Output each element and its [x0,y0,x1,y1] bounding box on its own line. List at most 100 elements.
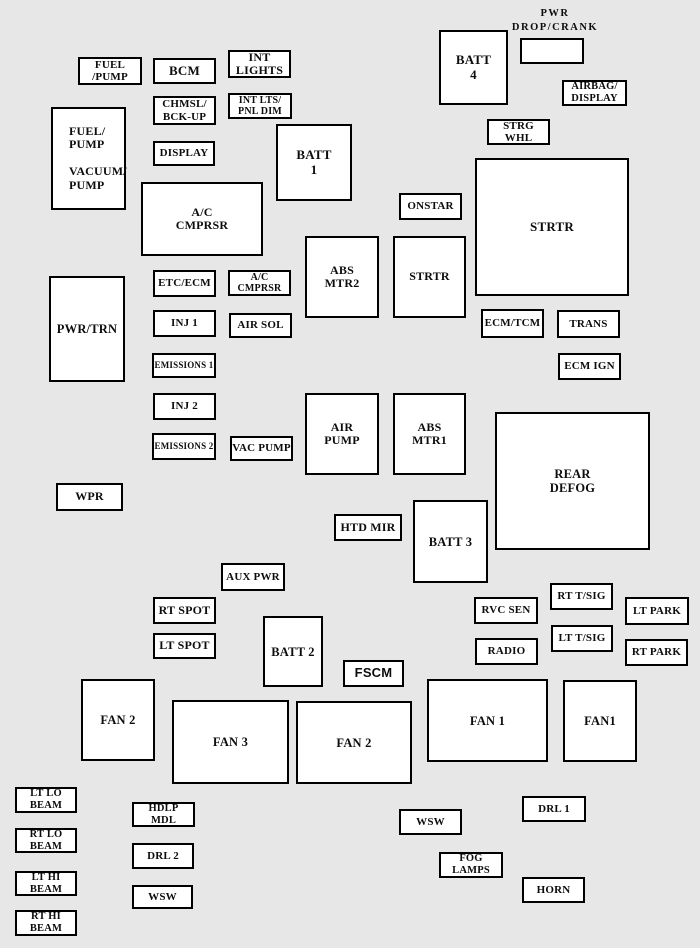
fuse-label-wsw-left: WSW [148,890,177,903]
fuse-label-strtr-small: STRTR [409,269,450,284]
fuse-label-inj-1: INJ 1 [171,317,198,330]
fuse-label-emissions-1: EMISSIONS 1 [154,360,214,371]
fuse-batt-1: BATT 1 [276,124,352,201]
fuse-pwr-drop-crank-box [520,38,584,64]
fuse-label-strtr-large: STRTR [530,218,574,234]
fuse-wsw-right: WSW [399,809,462,835]
fuse-label-rt-lo-beam: RT LO BEAM [29,828,63,852]
fuse-wsw-left: WSW [132,885,193,909]
fuse-label-emissions-2: EMISSIONS 2 [154,441,214,452]
fuse-label-fuel-pump-small: FUEL /PUMP [92,58,128,83]
fuse-inj-1: INJ 1 [153,310,216,337]
fuse-pwr-trn: PWR/TRN [49,276,125,382]
fuse-label-lt-t-sig: LT T/SIG [558,632,606,645]
fuse-label-airbag-display: AIRBAG/ DISPLAY [571,81,618,104]
fuse-lt-spot: LT SPOT [153,633,216,659]
fuse-strg-whl: STRG WHL [487,119,550,145]
fuse-abs-mtr1: ABS MTR1 [393,393,466,475]
fuse-lt-hi-beam: LT HI BEAM [15,871,77,896]
fuse-label-bcm: BCM [169,62,200,78]
fuse-rvc-sen: RVC SEN [474,597,538,624]
fuse-label-etc-ecm: ETC/ECM [158,277,211,290]
fuse-label-wpr: WPR [75,489,104,504]
fuse-strtr-small: STRTR [393,236,466,318]
fuse-label-wsw-right: WSW [416,815,445,828]
fuse-wpr: WPR [56,483,123,511]
fuse-rear-defog: REAR DEFOG [495,412,650,550]
fuse-label-ecm-tcm: ECM/TCM [484,317,541,330]
fuse-label-batt-2: BATT 2 [271,644,315,659]
fuse-label-fscm: FSCM [354,665,393,681]
fuse-fan-1-large: FAN 1 [427,679,548,762]
fuse-fscm: FSCM [343,660,404,687]
fuse-lt-park: LT PARK [625,597,689,625]
fuse-label-int-lts-pnl-dim: INT LTS/ PNL DIM [238,94,282,117]
fuse-label-inj-2: INJ 2 [171,400,198,413]
fuse-label-drl-2: DRL 2 [147,849,179,862]
fuse-fan-1-small: FAN1 [563,680,637,762]
fuse-lt-lo-beam: LT LO BEAM [15,787,77,813]
fuse-display: DISPLAY [153,141,215,166]
fuse-label-ac-cmprsr-small: A/C CMPRSR [237,271,282,294]
fuse-rt-t-sig: RT T/SIG [550,583,613,610]
fuse-label-int-lights: INT LIGHTS [235,49,284,77]
fuse-fuel-pump-small: FUEL /PUMP [78,57,142,85]
fuse-aux-pwr: AUX PWR [221,563,285,591]
fuse-rt-park: RT PARK [625,639,688,666]
fuse-inj-2: INJ 2 [153,393,216,420]
fuse-label-air-pump: AIR PUMP [324,419,360,447]
fuse-int-lights: INT LIGHTS [228,50,291,78]
fuse-label-abs-mtr2: ABS MTR2 [324,262,360,290]
fuse-rt-lo-beam: RT LO BEAM [15,828,77,853]
fuse-label-trans: TRANS [569,317,608,330]
fuse-fog-lamps: FOG LAMPS [439,852,503,878]
fuse-fan-3: FAN 3 [172,700,289,784]
fuse-airbag-display: AIRBAG/ DISPLAY [562,80,627,106]
fuse-label-radio: RADIO [487,645,526,658]
fuse-trans: TRANS [557,310,620,338]
fuse-vac-pump: VAC PUMP [230,436,293,461]
fuse-air-sol: AIR SOL [229,313,292,338]
fuse-label-fuel-pump-vacuum-pump: FUEL/ PUMP VACUUM/ PUMP [69,124,127,192]
fuse-label-pwr-trn: PWR/TRN [56,322,118,336]
fuse-label-aux-pwr: AUX PWR [226,570,280,583]
fuse-label-abs-mtr1: ABS MTR1 [412,419,447,447]
fuse-fan-2-left: FAN 2 [81,679,155,761]
fuse-onstar: ONSTAR [399,193,462,220]
fuse-radio: RADIO [475,638,538,665]
fuse-label-fog-lamps: FOG LAMPS [452,853,490,876]
fuse-emissions-2: EMISSIONS 2 [152,433,216,460]
fuse-label-htd-mir: HTD MIR [340,519,396,534]
fuse-label-lt-park: LT PARK [633,604,681,617]
fuse-fuel-pump-vacuum-pump: FUEL/ PUMP VACUUM/ PUMP [51,107,127,210]
fuse-drl-2: DRL 2 [132,843,194,869]
fuse-lt-t-sig: LT T/SIG [551,625,613,652]
fuse-label-horn: HORN [536,883,571,896]
fuse-label-chmsl-bck-up: CHMSL/ BCK-UP [162,98,207,123]
fuse-etc-ecm: ETC/ECM [153,270,216,297]
fuse-int-lts-pnl-dim: INT LTS/ PNL DIM [228,93,292,119]
fuse-label-fan-2-right: FAN 2 [336,735,372,750]
fuse-label-rvc-sen: RVC SEN [481,604,531,617]
fuse-label-lt-hi-beam: LT HI BEAM [29,871,63,895]
fuse-abs-mtr2: ABS MTR2 [305,236,379,318]
fuse-rt-hi-beam: RT HI BEAM [15,910,77,936]
fuse-batt-4: BATT 4 [439,30,508,105]
fuse-label-hdlp-mdl: HDLP MDL [148,802,179,826]
fuse-label-batt-1: BATT 1 [296,146,332,177]
fuse-emissions-1: EMISSIONS 1 [152,353,216,378]
fuse-label-batt-3: BATT 3 [428,534,473,549]
fuse-ac-cmprsr-small: A/C CMPRSR [228,270,291,296]
fuse-air-pump: AIR PUMP [305,393,379,475]
fuse-label-air-sol: AIR SOL [237,319,284,332]
fuse-label-drl-1: DRL 1 [538,802,570,815]
fuse-label-batt-4: BATT 4 [455,51,492,82]
fuse-label-ac-cmprsr-large: A/C CMPRSR [175,204,229,232]
fuse-label-display: DISPLAY [159,147,209,160]
fuse-ecm-tcm: ECM/TCM [481,309,544,338]
fuse-label-rear-defog: REAR DEFOG [549,467,596,495]
fuse-ecm-ign: ECM IGN [558,353,621,380]
fuse-strtr-large: STRTR [475,158,629,296]
fuse-label-fan-2-left: FAN 2 [100,713,136,727]
fuse-label-rt-spot: RT SPOT [158,602,211,617]
